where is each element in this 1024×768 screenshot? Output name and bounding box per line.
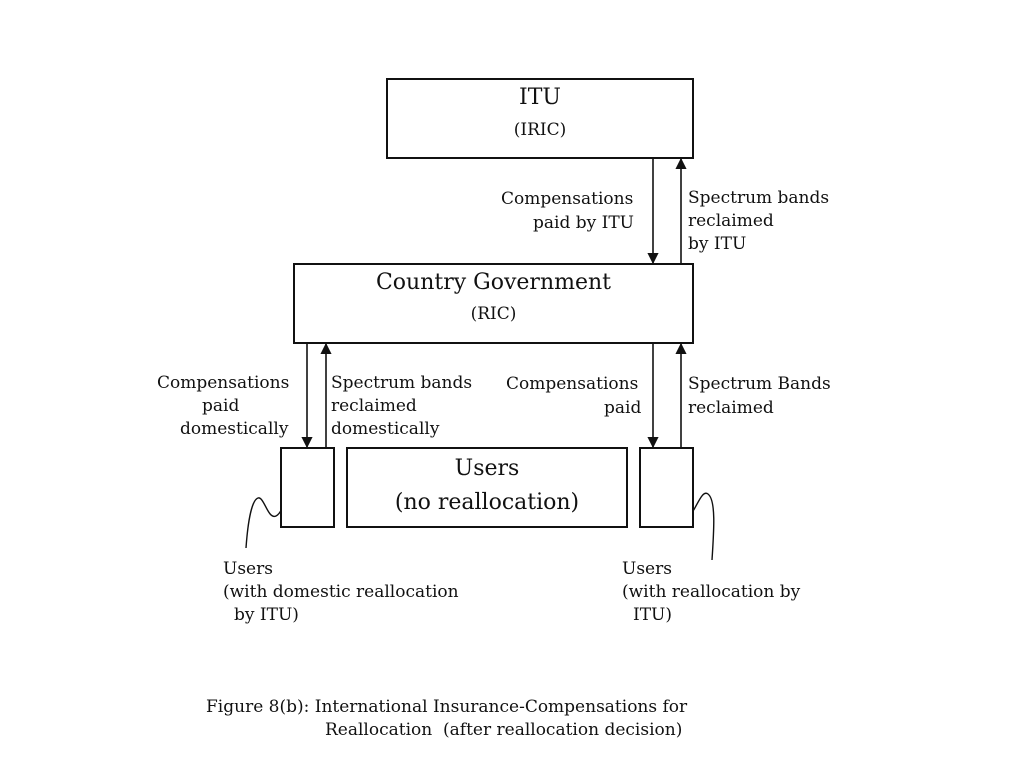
users-right-label-1: Users: [622, 559, 672, 579]
label-spectrum-itu-2: reclaimed: [688, 211, 774, 231]
label-spectrum-domestic-1: Spectrum bands: [331, 373, 473, 393]
users-right-label-2: (with reallocation by: [622, 582, 801, 602]
label-spectrum-reclaimed-2: reclaimed: [688, 398, 774, 418]
label-spectrum-reclaimed-1: Spectrum Bands: [688, 374, 831, 394]
government-title: Country Government: [375, 270, 612, 295]
label-spectrum-itu-3: by ITU: [688, 234, 747, 254]
label-compensations-itu-2: paid by ITU: [533, 213, 635, 233]
label-spectrum-domestic-3: domestically: [331, 419, 440, 439]
users-left-label-3: by ITU): [234, 605, 299, 625]
government-box: Country Government (RIC): [293, 263, 694, 344]
users-left-label-2: (with domestic reallocation: [223, 582, 459, 602]
itu-box: ITU (IRIC): [386, 78, 694, 159]
label-compensations-domestic-2: paid: [202, 396, 240, 416]
users-right-label-3: ITU): [633, 605, 673, 625]
users-domestic-box: [280, 447, 335, 528]
label-compensations-domestic-3: domestically: [180, 419, 289, 439]
label-compensations-paid-2: paid: [604, 398, 642, 418]
figure-caption-line-1: Figure 8(b): International Insurance-Com…: [206, 697, 688, 717]
government-subtitle: (RIC): [470, 304, 517, 324]
itu-subtitle: (IRIC): [513, 120, 567, 140]
label-spectrum-domestic-2: reclaimed: [331, 396, 417, 416]
label-spectrum-itu-1: Spectrum bands: [688, 188, 830, 208]
users-subtitle: (no reallocation): [394, 490, 580, 515]
users-no-reallocation-box: Users (no reallocation): [346, 447, 628, 528]
users-title: Users: [454, 456, 520, 481]
label-compensations-paid-1: Compensations: [506, 374, 639, 394]
users-itu-box: [639, 447, 694, 528]
label-compensations-itu-1: Compensations: [501, 189, 634, 209]
figure-caption-line-2: Reallocation (after reallocation decisio…: [325, 720, 683, 740]
itu-title: ITU: [519, 85, 561, 110]
users-left-label-1: Users: [223, 559, 273, 579]
label-compensations-domestic-1: Compensations: [157, 373, 290, 393]
